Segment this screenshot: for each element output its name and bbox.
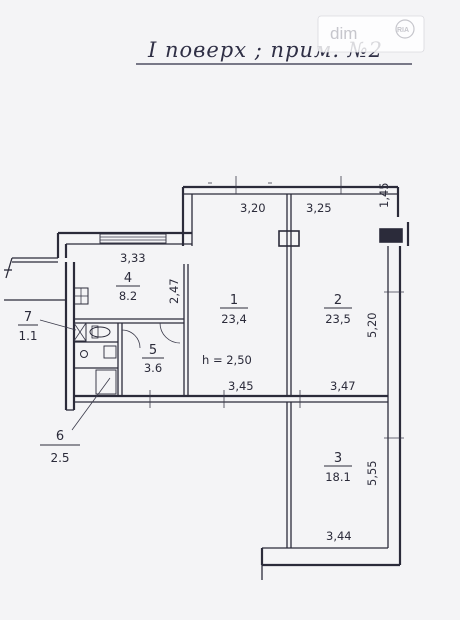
- svg-text:2.5: 2.5: [50, 451, 69, 465]
- svg-text:8.2: 8.2: [119, 289, 137, 303]
- callout-labels: 7 1.1 6 2.5: [18, 310, 111, 465]
- dim-room3-depth: 5,55: [365, 460, 379, 486]
- room-2-label: 2 23,5: [324, 293, 352, 326]
- watermark-brand: dim: [330, 24, 357, 43]
- room-4-label: 4 8.2: [116, 271, 140, 303]
- room-labels: 1 23,4 2 23,5 3 18.1 4 8.2 5: [116, 271, 352, 484]
- svg-text:7: 7: [24, 310, 32, 325]
- dim-room3-width: 3,44: [326, 529, 352, 543]
- room-5-label: 5 3.6: [142, 343, 164, 375]
- svg-text:6: 6: [56, 429, 64, 444]
- svg-text:23,5: 23,5: [325, 312, 351, 326]
- sanitary-fixtures: [73, 287, 117, 395]
- callout-6: 6 2.5: [40, 377, 111, 465]
- outer-walls: [4, 185, 410, 580]
- dim-room1-bottom: 3,45: [228, 379, 254, 393]
- callout-7: 7 1.1: [18, 310, 77, 343]
- svg-text:1: 1: [230, 293, 238, 308]
- dim-top-room1-width: 3,20: [240, 201, 266, 215]
- svg-text:23,4: 23,4: [221, 312, 247, 326]
- interior-walls: [74, 176, 404, 548]
- dim-room2-depth: 5,20: [365, 312, 379, 338]
- room-3-label: 3 18.1: [324, 451, 352, 484]
- dim-room4-width: 3,33: [120, 251, 146, 265]
- svg-text:3: 3: [334, 451, 342, 466]
- dim-room4-height: 2,47: [167, 278, 181, 304]
- room-1-label: 1 23,4: [220, 293, 248, 326]
- watermark-badge-icon: [395, 19, 415, 39]
- dim-top-room2-width: 3,25: [306, 201, 332, 215]
- watermark: dim RIA: [317, 15, 425, 53]
- dim-right-top: 1,45: [377, 182, 391, 208]
- dim-room2-bottom: 3,47: [330, 379, 356, 393]
- ceiling-height: h = 2,50: [202, 353, 252, 367]
- svg-text:4: 4: [124, 271, 132, 286]
- watermark-badge: RIA: [397, 27, 409, 34]
- dimension-labels: 3,20 3,25 1,45 3,33 2,47 5,20 3,45 3,47 …: [120, 182, 391, 543]
- svg-text:2: 2: [334, 293, 342, 308]
- svg-text:3.6: 3.6: [144, 361, 162, 375]
- svg-text:18.1: 18.1: [325, 470, 351, 484]
- svg-text:1.1: 1.1: [18, 329, 37, 343]
- svg-text:5: 5: [149, 343, 157, 358]
